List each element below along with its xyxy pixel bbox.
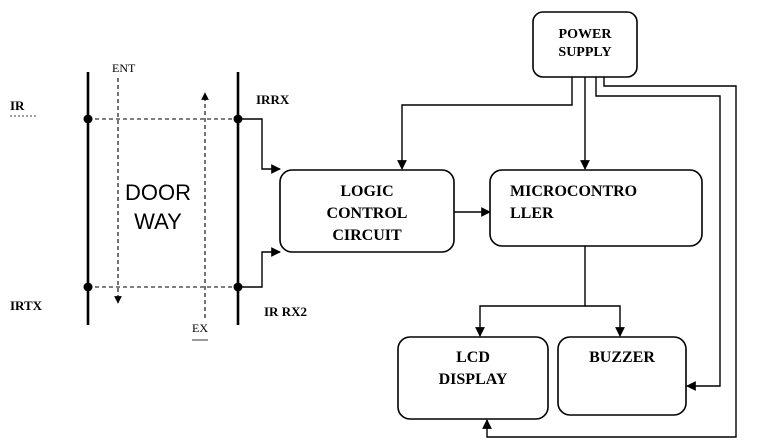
irtx-label: IRTX (10, 298, 43, 313)
logic-control-label-line3: CIRCUIT (332, 227, 402, 244)
micro-to-lcd-arrow (475, 246, 586, 337)
irrx2-to-logic-connector (238, 247, 281, 288)
doorway-label-line2: WAY (134, 209, 182, 234)
power-supply-label-line2: SUPPLY (558, 45, 611, 60)
logic-control-block (279, 169, 455, 253)
lcd-display-block (397, 336, 549, 420)
doorway-label-line1: DOOR (125, 180, 191, 205)
ex-label: EX (192, 321, 208, 335)
power-to-lcd-arrow (482, 77, 737, 438)
lcd-display-label-line1: LCD (456, 349, 490, 366)
buzzer-label: BUZZER (589, 349, 655, 366)
microcontroller-label-line1: MICROCONTRO (510, 183, 637, 200)
ir-rx2-label: IR RX2 (264, 304, 307, 319)
logic-control-label-line2: CONTROL (327, 205, 408, 222)
micro-to-buzzer-arrow (585, 305, 625, 337)
buzzer-block (557, 336, 687, 416)
logic-control-label-line1: LOGIC (340, 183, 393, 200)
sensor-dot-bottom-left (83, 282, 93, 292)
power-to-buzzer-arrow (595, 77, 721, 391)
sensor-dot-top-left (83, 114, 93, 124)
irrx-label: IRRX (256, 92, 290, 107)
lcd-display-label-line2: DISPLAY (439, 371, 508, 388)
ent-label: ENT (112, 61, 136, 75)
ir-label: IR (10, 98, 25, 113)
power-supply-label-line1: POWER (559, 27, 613, 42)
irrx-to-logic-connector (238, 118, 281, 174)
power-to-logic-arrow (397, 77, 573, 170)
microcontroller-label-line2: LLER (510, 205, 554, 222)
